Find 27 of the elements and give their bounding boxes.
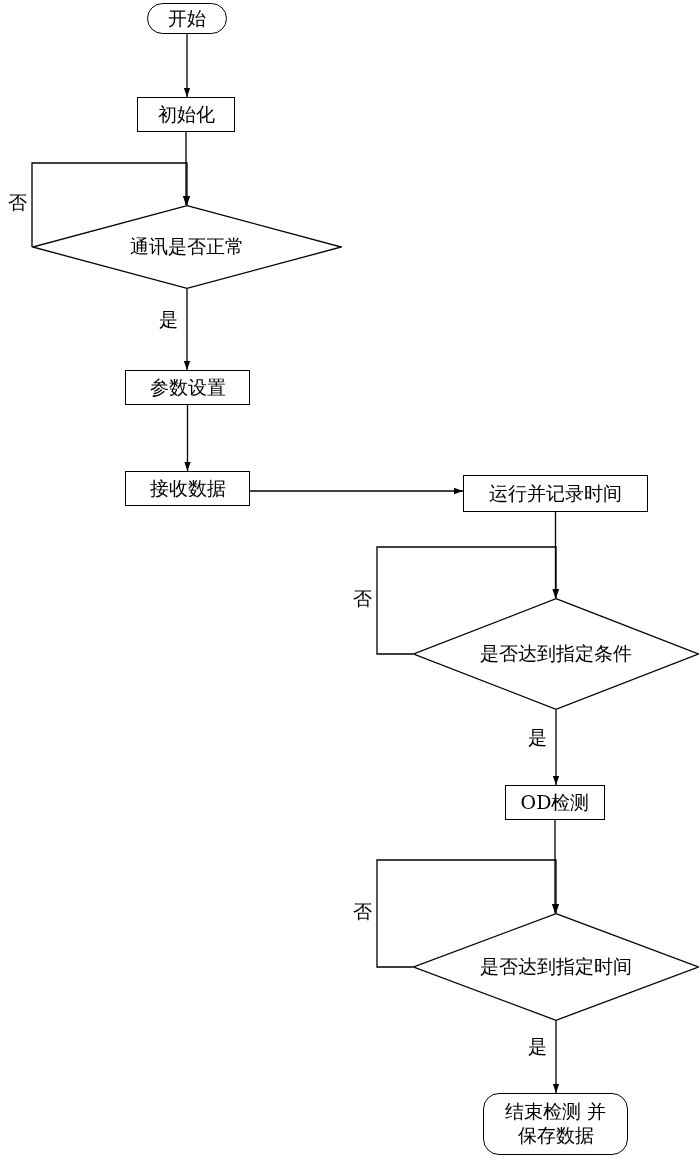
decision-diamond: 是否达到指定条件 — [413, 598, 699, 710]
process-box: OD检测 — [505, 785, 605, 820]
terminal-box: 结束检测 并保存数据 — [483, 1093, 628, 1155]
arrow — [552, 709, 560, 786]
decision-diamond: 通讯是否正常 — [32, 205, 342, 289]
edge-label: 是 — [528, 727, 547, 747]
edge-label: 否 — [353, 588, 372, 608]
terminal-box: 开始 — [147, 3, 227, 34]
arrow — [183, 288, 191, 371]
arrow — [376, 859, 560, 968]
edge-label: 是 — [528, 1037, 547, 1056]
process-box: 运行并记录时间 — [463, 475, 648, 512]
edge-label: 否 — [353, 901, 372, 921]
process-box: 初始化 — [137, 97, 235, 132]
arrow — [249, 487, 464, 495]
arrow — [182, 131, 190, 206]
arrow — [552, 1020, 560, 1094]
arrow — [184, 404, 191, 472]
decision-diamond: 是否达到指定时间 — [413, 913, 699, 1021]
arrow — [31, 162, 191, 248]
process-box: 参数设置 — [125, 370, 250, 405]
arrow — [376, 546, 560, 655]
edge-label: 是 — [159, 309, 178, 329]
arrow — [551, 819, 559, 914]
process-box: 接收数据 — [125, 471, 250, 506]
arrow — [183, 33, 191, 98]
edge-label: 否 — [8, 193, 27, 212]
